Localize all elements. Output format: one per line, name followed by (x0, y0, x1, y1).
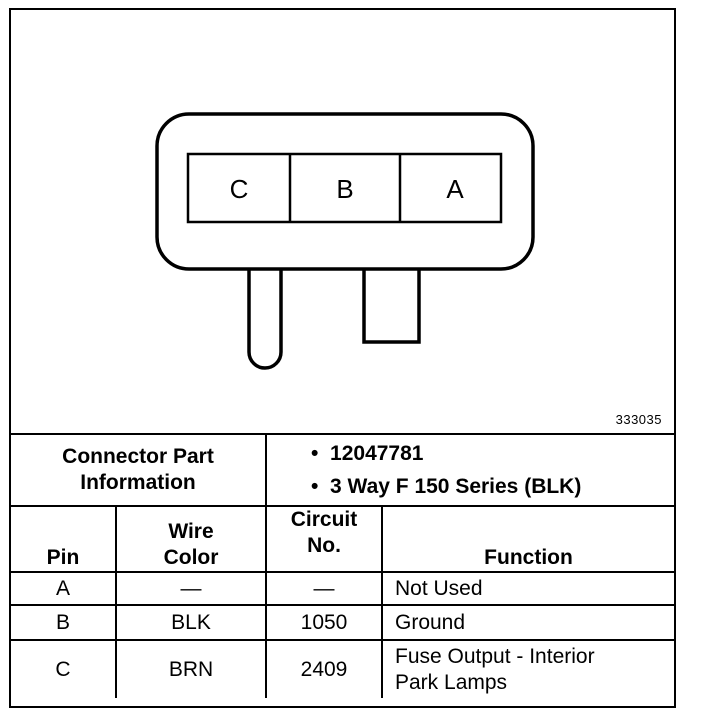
table-row: C BRN 2409 Fuse Output - Interior Park L… (11, 639, 675, 698)
header-circuit: Circuit No. (265, 505, 383, 573)
pin-cavity-row (186, 152, 503, 224)
function-cell: Ground (380, 604, 675, 641)
wire-color-cell: BRN (115, 639, 267, 698)
wire-color-cell: BLK (115, 604, 267, 641)
connector-body (155, 112, 535, 271)
table-row: A — — Not Used (11, 571, 675, 606)
header-row: Pin Wire Color Circuit No. Function (11, 505, 675, 573)
connector-series: • 3 Way F 150 Series (BLK) (311, 475, 582, 498)
connector-table: Connector Part Information • 12047781 • … (11, 433, 675, 698)
circuit-cell: 2409 (265, 639, 383, 698)
pin-label-c: C (230, 174, 249, 204)
pin-label-a: A (446, 174, 464, 204)
function-cell: Fuse Output - Interior Park Lamps (380, 639, 675, 698)
header-function: Function (380, 505, 675, 573)
part-info-list: • 12047781 • 3 Way F 150 Series (BLK) (264, 433, 675, 507)
circuit-cell: 1050 (265, 604, 383, 641)
table-row: B BLK 1050 Ground (11, 604, 675, 641)
connector-diagram: C B A (155, 112, 535, 370)
part-number: • 12047781 (311, 442, 424, 465)
header-pin: Pin (11, 505, 117, 573)
wire-color-cell: — (115, 571, 267, 606)
pin-cell: C (11, 639, 117, 698)
header-wire-color: Wire Color (115, 505, 267, 573)
part-info-row: Connector Part Information • 12047781 • … (11, 433, 675, 507)
function-cell: Not Used (380, 571, 675, 606)
part-info-title: Connector Part Information (11, 433, 267, 507)
pin-label-b: B (336, 174, 353, 204)
key-tab (362, 269, 421, 344)
figure-frame: C B A 333035 Connector Part Information … (9, 8, 676, 708)
locking-tab (247, 269, 283, 370)
circuit-cell: — (265, 571, 383, 606)
pin-cell: B (11, 604, 117, 641)
figure-id: 333035 (615, 412, 662, 427)
pin-cell: A (11, 571, 117, 606)
